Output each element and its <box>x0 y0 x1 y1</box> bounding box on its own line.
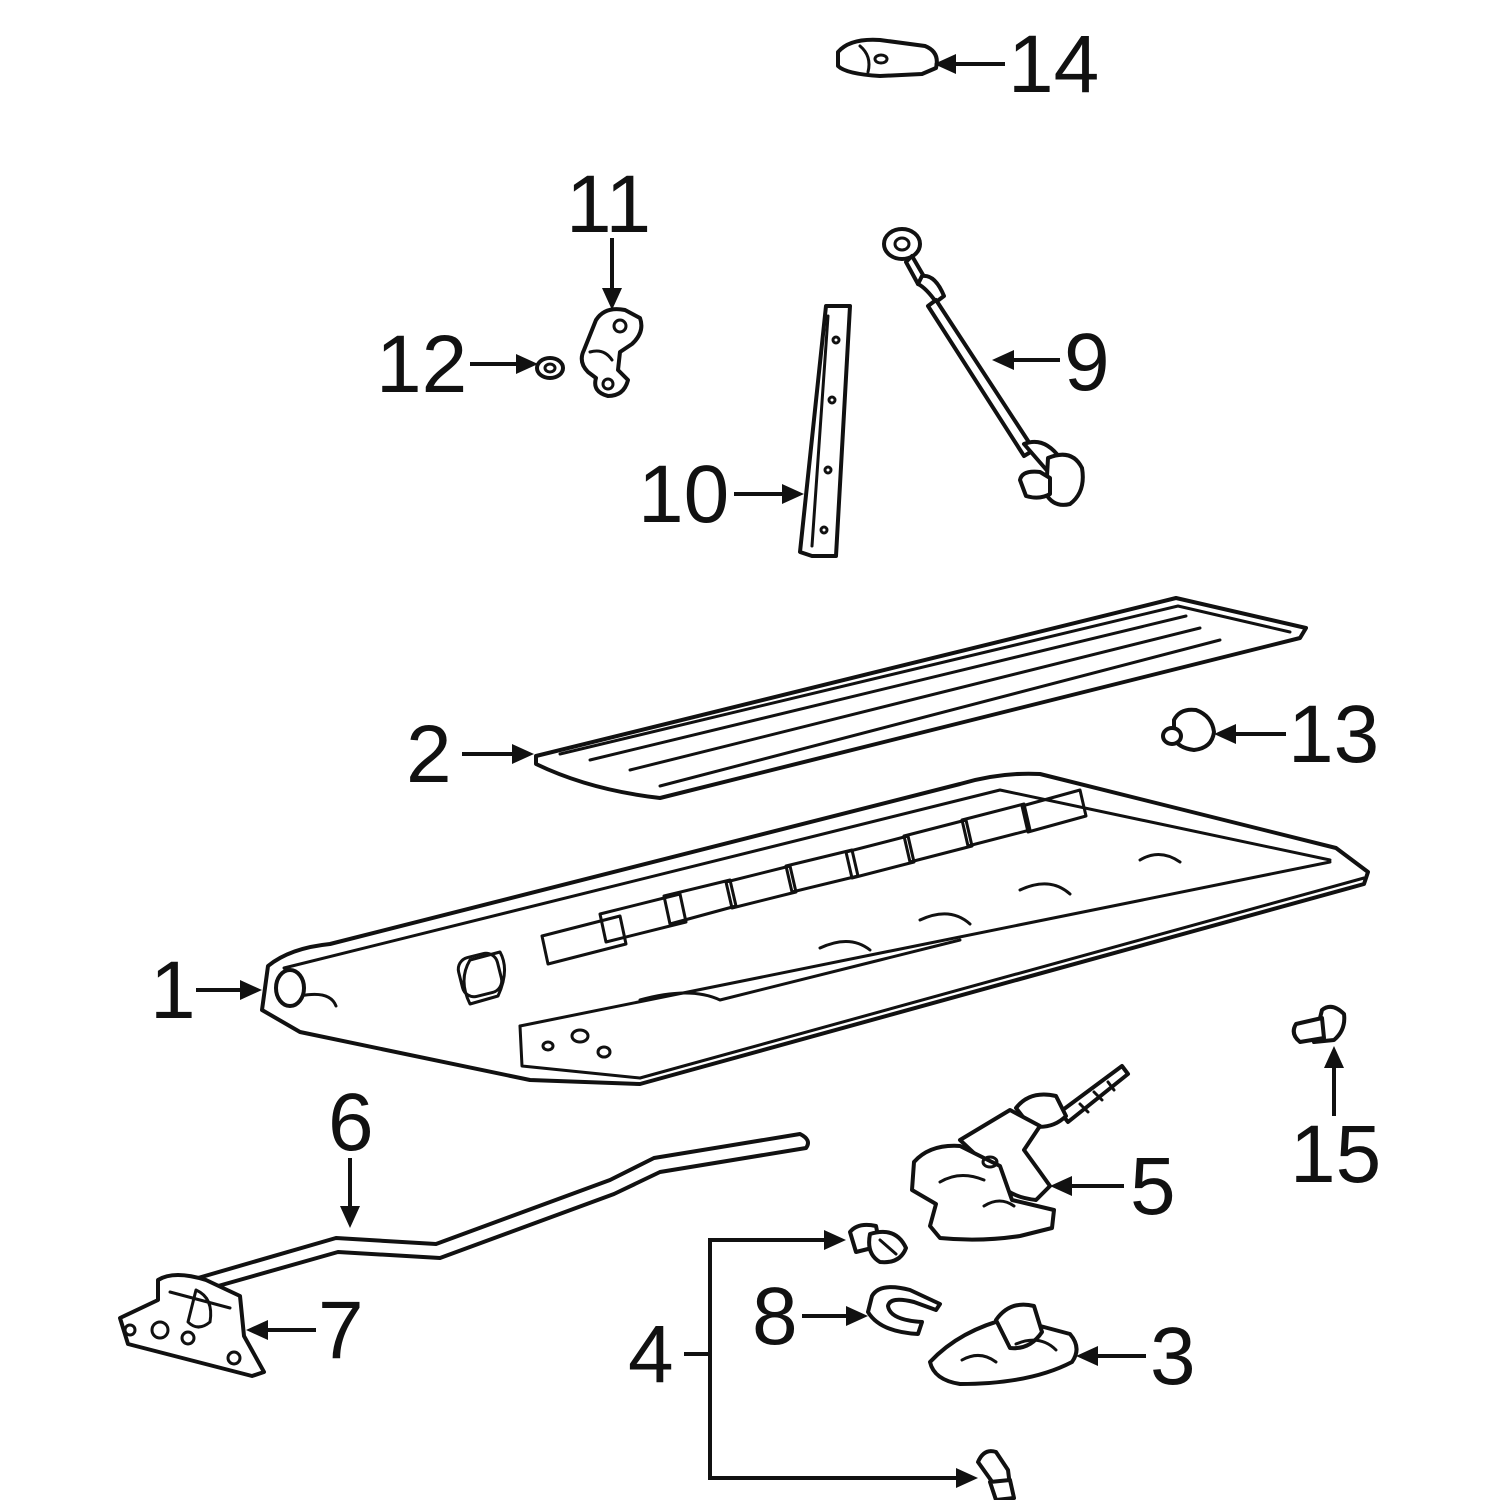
callout-6: 6 <box>328 1077 374 1228</box>
part-6-rod <box>196 1132 810 1292</box>
callout-3: 3 <box>1076 1311 1196 1402</box>
callout-14-label: 14 <box>1008 19 1099 110</box>
part-7-striker <box>118 1273 266 1378</box>
part-9-strut <box>882 227 1085 507</box>
part-10-strip <box>798 304 852 558</box>
callout-8-label: 8 <box>752 1271 798 1362</box>
part-14-cap <box>836 37 939 78</box>
callout-15-label: 15 <box>1290 1109 1381 1200</box>
callout-8: 8 <box>752 1271 868 1362</box>
callout-12-label: 12 <box>376 319 467 410</box>
callout-9-label: 9 <box>1064 317 1110 408</box>
part-4-clip-lower <box>976 1449 1016 1500</box>
callout-9: 9 <box>992 317 1110 408</box>
callout-1-label: 1 <box>150 945 196 1036</box>
callout-10-label: 10 <box>638 449 729 540</box>
callout-5: 5 <box>1050 1141 1176 1232</box>
callout-7: 7 <box>246 1285 364 1376</box>
callout-2-label: 2 <box>406 709 452 800</box>
callout-6-label: 6 <box>328 1077 374 1168</box>
callout-7-label: 7 <box>318 1285 364 1376</box>
part-1-tailgate <box>260 771 1370 1086</box>
callout-13: 13 <box>1214 689 1379 780</box>
callout-12: 12 <box>376 319 538 410</box>
part-3-bezel <box>928 1302 1079 1386</box>
callout-14: 14 <box>934 19 1099 110</box>
part-8-clip <box>866 1285 942 1336</box>
part-12-nut <box>535 356 565 380</box>
callout-11-label: 11 <box>566 159 651 250</box>
callout-4-label: 4 <box>628 1309 674 1400</box>
callout-10: 10 <box>638 449 804 540</box>
part-2-top-moulding <box>534 596 1308 800</box>
callout-13-label: 13 <box>1288 689 1379 780</box>
part-11-bracket <box>579 307 644 398</box>
callout-5-label: 5 <box>1130 1141 1176 1232</box>
callout-1: 1 <box>150 945 262 1036</box>
part-4-clip-upper <box>848 1222 908 1265</box>
callout-15: 15 <box>1290 1046 1381 1200</box>
part-15-pin <box>1291 1004 1347 1044</box>
callout-2: 2 <box>406 709 534 800</box>
callout-4: 4 <box>628 1230 978 1488</box>
part-5-latch <box>910 1064 1130 1242</box>
callout-11: 11 <box>566 159 651 310</box>
part-13-bumper <box>1161 707 1216 752</box>
callout-3-label: 3 <box>1150 1311 1196 1402</box>
